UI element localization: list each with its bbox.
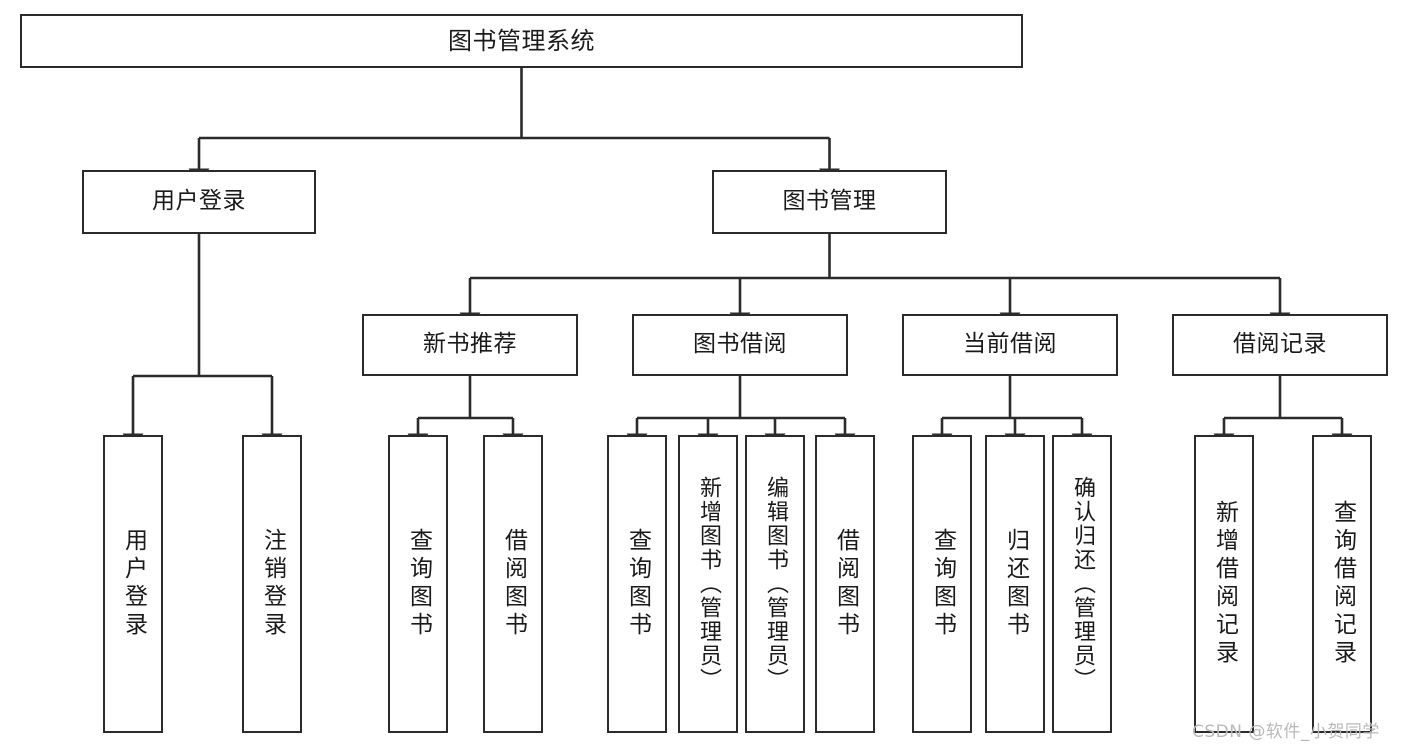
node-label-user-login: 用户登录	[152, 188, 246, 215]
csdn-watermark: CSDN @软件_小贺同学	[1192, 722, 1380, 742]
node-label-leaf-query-book-1: 查询图书	[405, 528, 432, 640]
node-leaf-add-book[interactable]: 新增图书（管理员）	[678, 435, 738, 733]
node-borrow-record[interactable]: 借阅记录	[1172, 314, 1388, 376]
node-leaf-borrow-book-2[interactable]: 借阅图书	[815, 435, 875, 733]
node-label-leaf-edit-book: 编辑图书（管理员）	[763, 476, 788, 692]
node-leaf-query-record[interactable]: 查询借阅记录	[1312, 435, 1372, 733]
node-label-leaf-confirm-return: 确认归还（管理员）	[1070, 476, 1095, 692]
node-label-leaf-user-login: 用户登录	[120, 528, 147, 640]
node-book-borrow[interactable]: 图书借阅	[632, 314, 848, 376]
node-leaf-logout[interactable]: 注销登录	[242, 435, 302, 733]
node-label-borrow-record: 借阅记录	[1233, 331, 1327, 358]
node-leaf-user-login[interactable]: 用户登录	[103, 435, 163, 733]
node-root[interactable]: 图书管理系统	[20, 14, 1023, 68]
node-leaf-return-book[interactable]: 归还图书	[985, 435, 1045, 733]
node-leaf-confirm-return[interactable]: 确认归还（管理员）	[1052, 435, 1112, 733]
node-label-root: 图书管理系统	[448, 26, 595, 55]
node-user-login[interactable]: 用户登录	[82, 170, 316, 234]
node-leaf-query-book-1[interactable]: 查询图书	[388, 435, 448, 733]
node-label-leaf-logout: 注销登录	[259, 528, 286, 640]
node-label-leaf-borrow-book-1: 借阅图书	[500, 528, 527, 640]
node-label-book-manage: 图书管理	[782, 188, 877, 215]
node-label-leaf-add-book: 新增图书（管理员）	[696, 476, 721, 692]
node-label-leaf-query-record: 查询借阅记录	[1329, 500, 1356, 668]
node-new-book-rec[interactable]: 新书推荐	[362, 314, 578, 376]
node-label-current-borrow: 当前借阅	[963, 331, 1057, 358]
node-label-leaf-query-book-2: 查询图书	[624, 528, 651, 640]
node-label-leaf-query-book-3: 查询图书	[929, 528, 956, 640]
node-leaf-borrow-book-1[interactable]: 借阅图书	[483, 435, 543, 733]
node-leaf-query-book-3[interactable]: 查询图书	[912, 435, 972, 733]
node-label-book-borrow: 图书借阅	[693, 331, 787, 358]
node-leaf-edit-book[interactable]: 编辑图书（管理员）	[745, 435, 805, 733]
node-label-new-book-rec: 新书推荐	[423, 331, 517, 358]
node-current-borrow[interactable]: 当前借阅	[902, 314, 1118, 376]
node-leaf-add-record[interactable]: 新增借阅记录	[1194, 435, 1254, 733]
node-label-leaf-borrow-book-2: 借阅图书	[832, 528, 859, 640]
node-label-leaf-add-record: 新增借阅记录	[1211, 500, 1238, 668]
node-label-leaf-return-book: 归还图书	[1002, 528, 1029, 640]
node-book-manage[interactable]: 图书管理	[712, 170, 947, 234]
node-leaf-query-book-2[interactable]: 查询图书	[607, 435, 667, 733]
